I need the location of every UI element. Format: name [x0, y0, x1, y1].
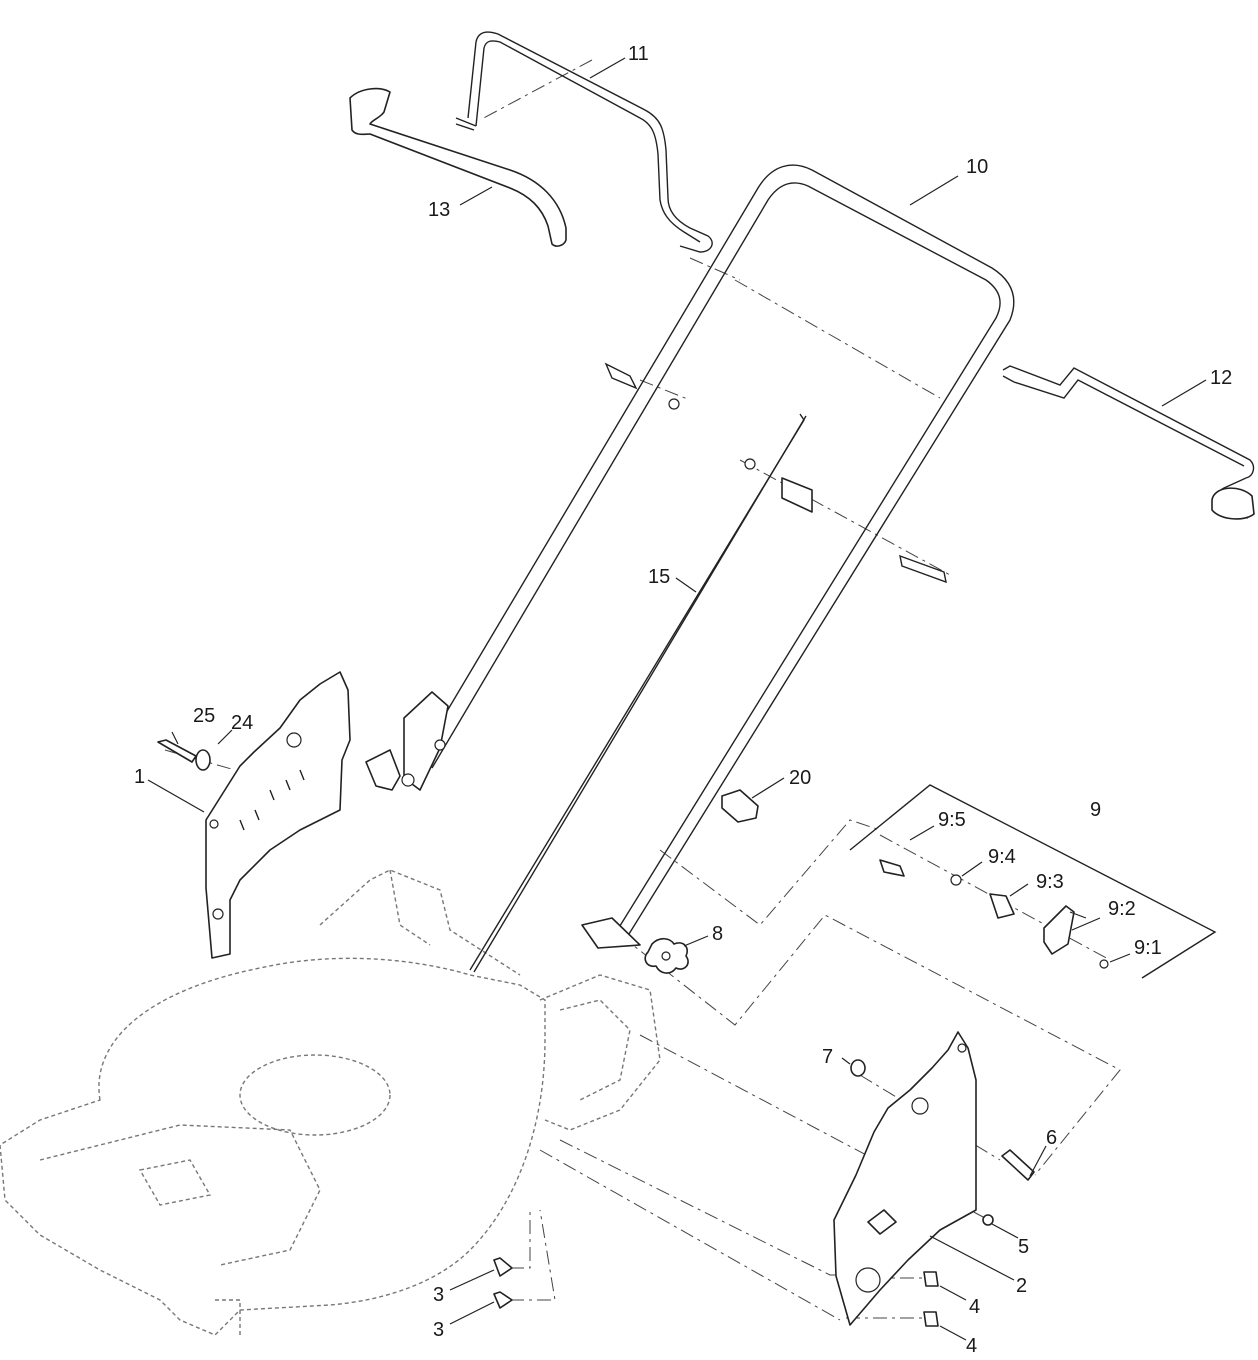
callout-10: 10	[966, 156, 988, 178]
callout-4b: 4	[966, 1335, 977, 1357]
callouts: 11 13 10 12 15 25 24 1 20 9:5 9 9:4 9:3 …	[134, 43, 1232, 1357]
callout-7: 7	[822, 1046, 833, 1068]
bracket-right-2	[833, 1031, 977, 1326]
control-bail-12	[1002, 365, 1255, 520]
grip-cover-13	[349, 87, 567, 247]
callout-9-3: 9:3	[1036, 871, 1064, 893]
mower-deck	[0, 869, 661, 1336]
handle-hardware	[604, 362, 947, 584]
cable-15	[469, 413, 807, 973]
callout-11: 11	[628, 43, 649, 65]
nut-7	[850, 1059, 866, 1077]
callout-3a: 3	[433, 1284, 444, 1306]
callout-25: 25	[193, 705, 215, 727]
callout-5: 5	[1018, 1236, 1029, 1258]
cable-clip-20	[721, 789, 759, 823]
callout-6: 6	[1046, 1127, 1057, 1149]
callout-24: 24	[231, 712, 253, 734]
callout-3b: 3	[433, 1319, 444, 1341]
knob-8	[644, 937, 689, 974]
bracket-left-1	[205, 671, 351, 959]
lever-assembly-9	[849, 784, 1217, 979]
handle-clamp-assembly	[365, 691, 449, 791]
screw-5	[982, 1214, 994, 1226]
bolt-6	[1001, 1149, 1035, 1181]
callout-9-1: 9:1	[1134, 937, 1162, 959]
bolt-3	[493, 1257, 513, 1309]
callout-9-5: 9:5	[938, 809, 966, 831]
callout-2: 2	[1016, 1275, 1027, 1297]
callout-12: 12	[1210, 367, 1232, 389]
callout-9-4: 9:4	[988, 846, 1016, 868]
callout-4a: 4	[969, 1296, 980, 1318]
nut-4	[923, 1271, 939, 1327]
callout-13: 13	[428, 199, 450, 221]
bail-rod-11	[455, 31, 713, 253]
callout-20: 20	[789, 767, 811, 789]
washer-bolt-24-25	[157, 739, 211, 771]
callout-8: 8	[712, 923, 723, 945]
callout-15: 15	[648, 566, 670, 588]
callout-9-2: 9:2	[1108, 898, 1136, 920]
upper-handle-10	[417, 164, 1015, 949]
leader-lines	[147, 57, 1207, 1341]
callout-9: 9	[1090, 799, 1101, 821]
callout-1: 1	[134, 766, 145, 788]
